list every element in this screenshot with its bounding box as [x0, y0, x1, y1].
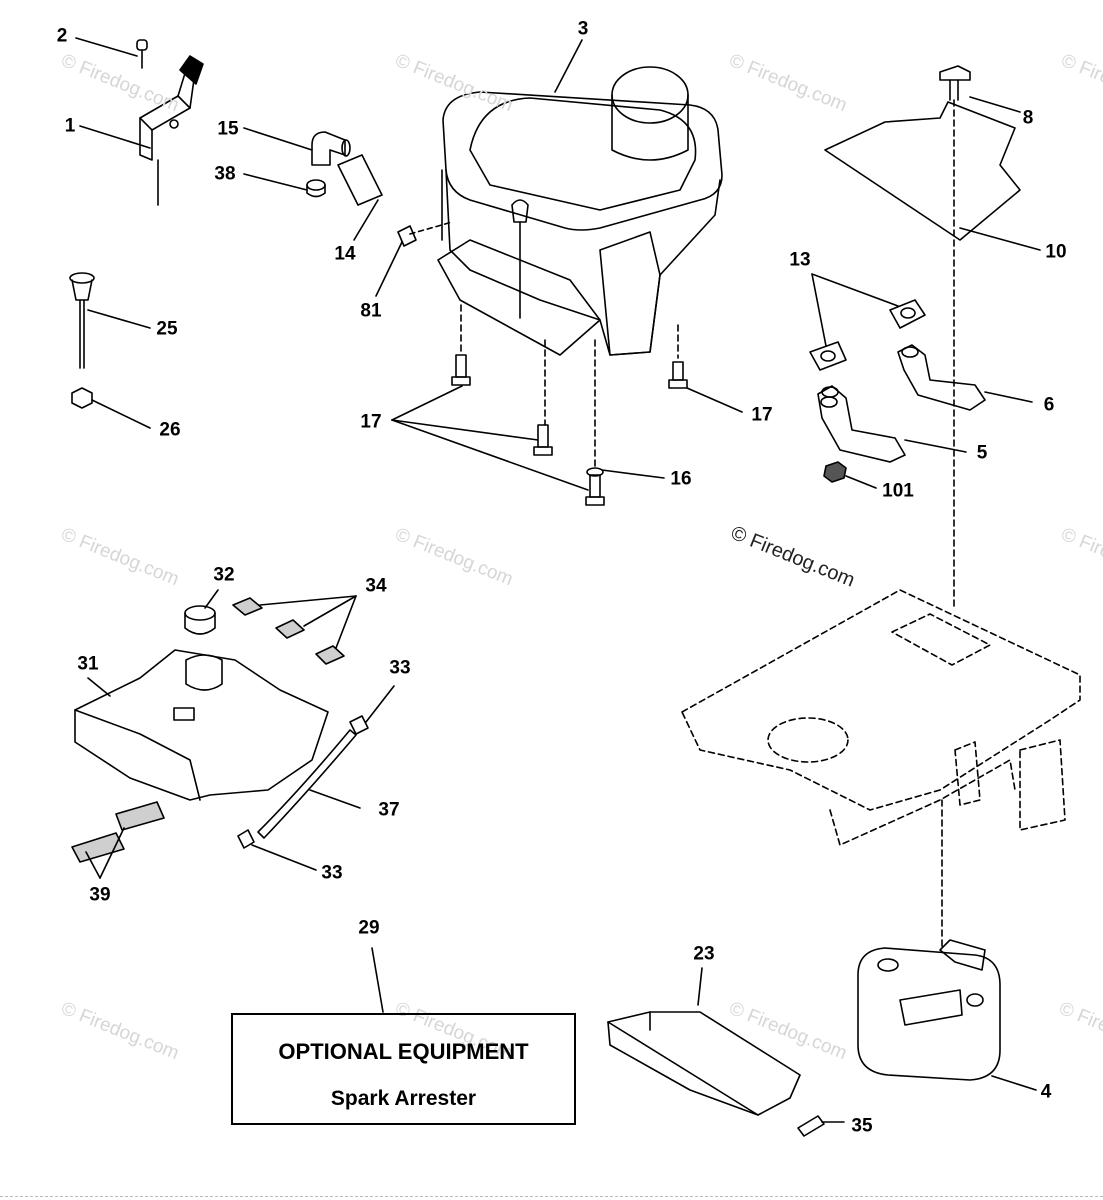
optional-equipment-title: OPTIONAL EQUIPMENT: [278, 1039, 529, 1064]
leader-39-b: [99, 827, 125, 879]
leader-39-a: [85, 851, 101, 879]
leader-15: [243, 127, 313, 151]
cap-part-38: [306, 179, 326, 198]
washer-part-16: [586, 467, 604, 477]
bolt-part-17-c: [585, 474, 605, 506]
spark-arrester-label: Spark Arrester: [330, 1087, 477, 1110]
bolt-part-17: [451, 354, 471, 386]
nut-part-26: [71, 387, 93, 409]
callout-label: 33: [321, 862, 343, 884]
leader-34-b: [303, 595, 357, 627]
callout-label: 13: [789, 249, 811, 271]
gasket-part-13-b: [809, 341, 847, 371]
callout-label: 35: [851, 1115, 873, 1137]
knob-part-8: [939, 65, 971, 101]
leader-25: [87, 309, 151, 329]
callout-label: 10: [1045, 241, 1067, 263]
leader-81: [375, 241, 403, 297]
exhaust-pipe-part-6: [897, 344, 986, 411]
screw-part-2: [136, 39, 148, 69]
callout-label: 2: [56, 25, 68, 47]
fuel-line-part-37: [237, 715, 369, 849]
callout-label: 29: [358, 917, 380, 939]
knob-part-25: [69, 272, 95, 369]
leader-13-b: [811, 273, 827, 347]
leader-14: [353, 199, 379, 241]
leader-3: [554, 39, 583, 93]
callout-label: 5: [976, 442, 988, 464]
bottom-divider: [0, 1196, 1103, 1197]
bolt-part-17-b: [533, 424, 553, 456]
callout-label: 14: [334, 243, 356, 265]
leader-2: [75, 37, 138, 57]
engine-part-3: [437, 66, 723, 356]
leader-33-b: [251, 844, 317, 871]
leader-13-a: [811, 273, 899, 307]
leader-38: [243, 173, 308, 191]
elbow-fitting-part-15: [311, 131, 351, 166]
chassis-plate: [681, 589, 1081, 846]
callout-label: 33: [389, 657, 411, 679]
callout-label: 25: [156, 318, 178, 340]
callout-label: 3: [577, 18, 589, 40]
leader-17-b: [391, 419, 539, 441]
leader-8: [969, 96, 1021, 113]
screw-part-35: [797, 1115, 825, 1137]
leader-33-a: [365, 685, 395, 723]
callout-label: 26: [159, 419, 181, 441]
leader-17-c: [391, 419, 589, 491]
callout-label: 37: [378, 799, 400, 821]
fuel-tank-part-31: [74, 649, 329, 801]
gasket-part-13: [889, 299, 926, 329]
callout-label: 31: [77, 653, 99, 675]
callout-label: 17: [360, 411, 382, 433]
callout-label: 16: [670, 468, 692, 490]
callout-label: 17: [751, 404, 773, 426]
callout-label: 15: [217, 118, 239, 140]
leader-34-c: [335, 595, 357, 649]
muffler-part-4: [857, 939, 1001, 1081]
leader-1: [79, 125, 151, 149]
leader-10: [959, 227, 1041, 251]
callout-label: 34: [365, 575, 387, 597]
arrester-shield-part-23: [607, 1011, 801, 1116]
callout-label: 8: [1022, 107, 1034, 129]
leader-6: [984, 391, 1033, 403]
callout-label: 1: [64, 115, 76, 137]
leader-37: [309, 789, 361, 809]
throttle-control-part-1: [139, 55, 204, 206]
callout-label: 81: [360, 300, 382, 322]
fuel-cap-part-32: [184, 605, 216, 635]
heat-shield-part-10: [824, 101, 1021, 241]
callout-label: 101: [882, 480, 914, 502]
leader-17-d: [686, 387, 743, 413]
bolt-part-17-d: [668, 361, 688, 389]
pad-part-39: [71, 801, 165, 863]
optional-equipment-box: OPTIONAL EQUIPMENT Spark Arrester: [231, 1013, 576, 1125]
leader-26: [91, 399, 151, 429]
callout-label: 4: [1040, 1081, 1052, 1103]
callout-label: 39: [89, 884, 111, 906]
leader-23: [697, 967, 703, 1006]
leader-32: [204, 589, 219, 609]
leader-101: [845, 475, 877, 489]
exhaust-pipe-part-5: [817, 385, 906, 463]
leader-29: [371, 947, 384, 1013]
leader-31: [87, 677, 111, 697]
leader-5: [904, 439, 967, 453]
leader-17-a: [391, 385, 463, 421]
callout-label: 6: [1043, 394, 1055, 416]
callout-label: 23: [693, 943, 715, 965]
leader-16: [601, 469, 665, 479]
callout-label: 38: [214, 163, 236, 185]
leader-34-a: [259, 595, 357, 606]
pad-part-34: [232, 597, 345, 665]
pipe-nipple-part-14: [337, 154, 383, 206]
leader-4: [991, 1075, 1037, 1091]
callout-label: 32: [213, 564, 235, 586]
nut-part-101: [823, 461, 847, 483]
